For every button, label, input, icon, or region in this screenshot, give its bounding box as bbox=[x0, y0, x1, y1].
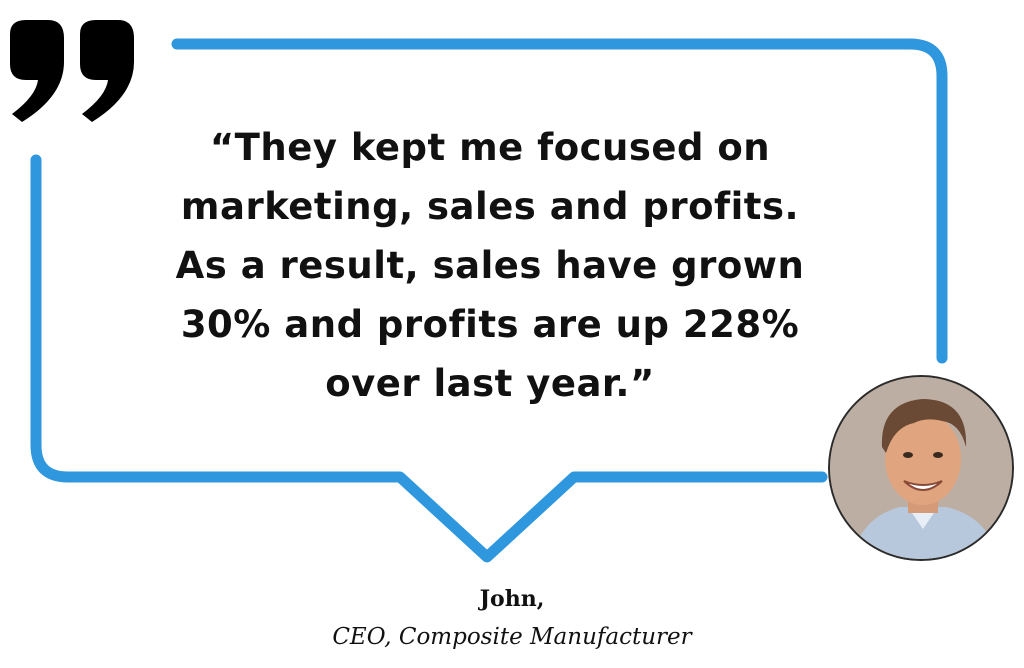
quote-line-4: 30% and profits are up 228% bbox=[180, 303, 800, 346]
attribution-title: CEO, Composite Manufacturer bbox=[332, 624, 692, 650]
quote-line-1: “They kept me focused on bbox=[209, 126, 771, 169]
speech-bubble-outline-lower bbox=[30, 154, 828, 563]
quote-line-2: marketing, sales and profits. bbox=[180, 185, 800, 228]
person-photo bbox=[830, 377, 1012, 559]
speech-bubble-outline bbox=[171, 38, 948, 364]
quote-line-3: As a result, sales have grown bbox=[175, 244, 805, 287]
quote-line-5: over last year.” bbox=[325, 362, 655, 405]
avatar bbox=[828, 375, 1014, 561]
attribution-name: John, bbox=[479, 586, 545, 612]
closing-quote-mark-icon bbox=[10, 20, 134, 122]
testimonial-quote: “They kept me focused on marketing, sale… bbox=[150, 118, 830, 413]
